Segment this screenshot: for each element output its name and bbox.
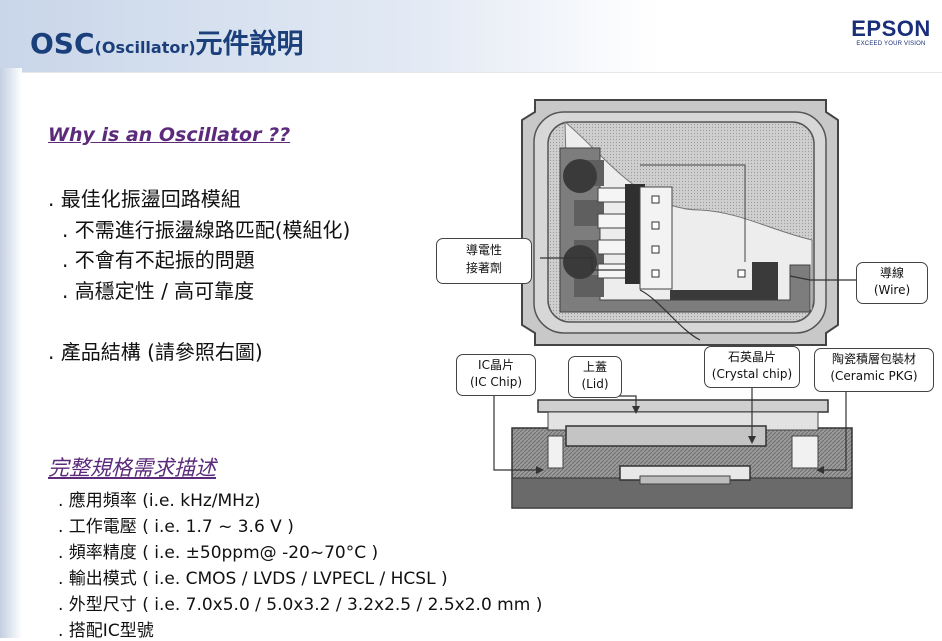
why-point-optimized: . 最佳化振盪回路模組: [48, 187, 241, 211]
callout-conductive-adhesive: 導電性 接著劑: [436, 238, 532, 284]
why-heading: Why is an Oscillator ??: [48, 124, 291, 146]
why-sub-3: . 高穩定性 / 高可靠度: [62, 279, 255, 303]
why-sub-1: . 不需進行振盪線路匹配(模組化): [62, 218, 351, 242]
callout-leader-lines: [493, 257, 858, 471]
callout-ceramic-package: 陶瓷積層包裝材 (Ceramic PKG): [814, 348, 934, 392]
callout-wire: 導線 (Wire): [856, 262, 928, 304]
title-description: 元件說明: [195, 29, 304, 60]
logo-wordmark: EPSON: [851, 16, 931, 41]
label-wire-cn: 導線: [879, 266, 904, 280]
spec-item-voltage: . 工作電壓 ( i.e. 1.7 ~ 3.6 V ): [58, 517, 294, 537]
header-divider: [0, 72, 942, 73]
label-adhesive-cn: 導電性: [465, 243, 502, 257]
spec-item-size: . 外型尺寸 ( i.e. 7.0x5.0 / 5.0x3.2 / 3.2x2.…: [58, 595, 543, 615]
slide-title: OSC(Oscillator)元件說明: [30, 22, 304, 61]
why-point-structure: . 產品結構 (請參照右圖): [48, 340, 263, 364]
callout-crystal-chip: 石英晶片 (Crystal chip): [704, 346, 800, 388]
spec-item-output: . 輸出模式 ( i.e. CMOS / LVDS / LVPECL / HCS…: [58, 569, 448, 589]
label-crystal-en: (Crystal chip): [711, 367, 793, 381]
label-lid-cn: 上蓋: [582, 360, 607, 374]
left-accent-bar: [0, 68, 22, 638]
label-wire-en: (Wire): [873, 283, 911, 297]
label-adhesive-cn2: 接著劑: [465, 261, 502, 275]
spec-heading: 完整規格需求描述: [48, 456, 216, 480]
label-pkg-cn: 陶瓷積層包裝材: [831, 352, 916, 366]
label-ic-cn: IC晶片: [478, 358, 514, 372]
callout-lid: 上蓋 (Lid): [568, 356, 622, 398]
label-crystal-cn: 石英晶片: [727, 350, 776, 364]
why-sub-2: . 不會有不起振的問題: [62, 248, 255, 272]
title-osc: OSC: [30, 27, 95, 60]
arrow-heads: [536, 406, 824, 474]
epson-logo: EPSON EXCEED YOUR VISION: [846, 16, 936, 48]
label-lid-en: (Lid): [581, 377, 609, 391]
top-view-package: [521, 99, 839, 346]
label-pkg-en: (Ceramic PKG): [830, 369, 918, 383]
label-ic-en: (IC Chip): [469, 375, 523, 389]
spec-item-frequency: . 應用頻率 (i.e. kHz/MHz): [58, 491, 261, 511]
cross-section-view: [511, 399, 853, 509]
spec-item-ic: . 搭配IC型號: [58, 621, 154, 641]
header-band: [0, 0, 942, 72]
callout-ic-chip: IC晶片 (IC Chip): [456, 354, 536, 396]
spec-item-accuracy: . 頻率精度 ( i.e. ±50ppm@ -20~70°C ): [58, 543, 379, 563]
title-oscillator: (Oscillator): [94, 38, 196, 57]
logo-tagline: EXCEED YOUR VISION: [856, 41, 926, 47]
